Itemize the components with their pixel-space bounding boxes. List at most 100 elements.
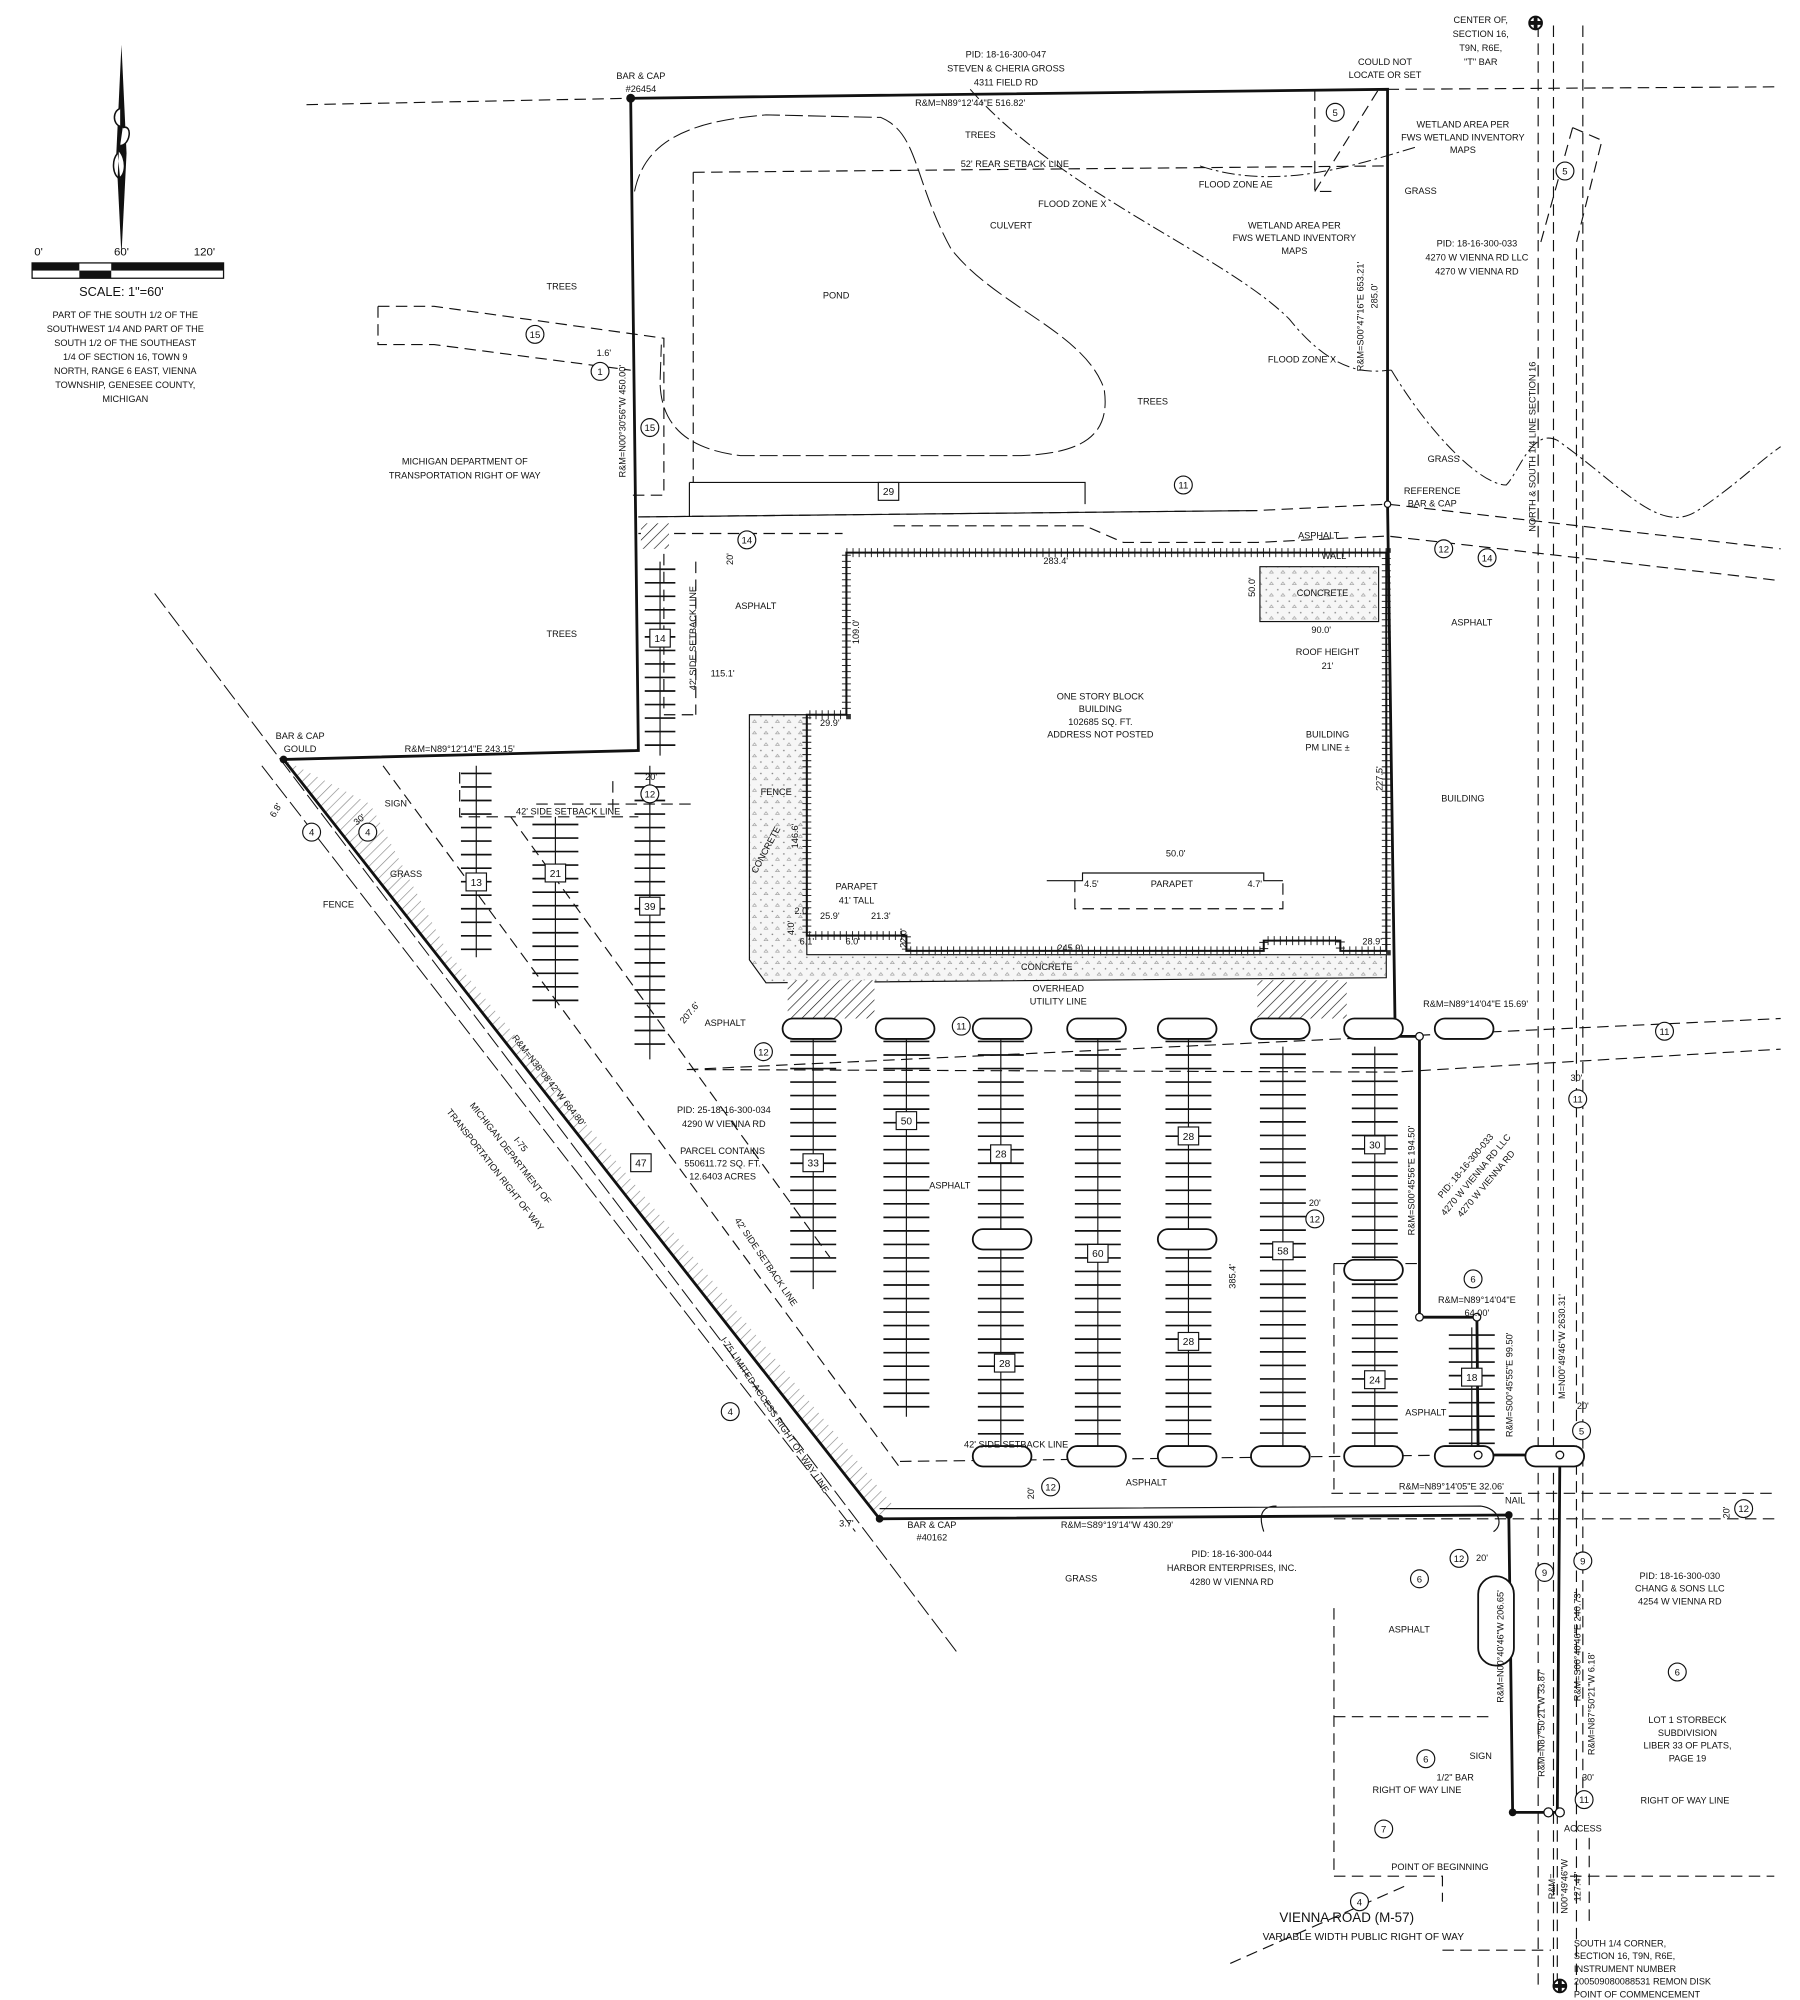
parking-count-box: 58 — [1272, 1241, 1294, 1261]
striped-area — [787, 980, 875, 1019]
label-areas-concrete: CONCRETE — [1297, 588, 1348, 598]
label-parcels-storbeck: SUBDIVISION — [1658, 1728, 1717, 1738]
exception-item-number: 4 — [728, 1407, 734, 1418]
exception-item-marker: 7 — [1374, 1819, 1394, 1839]
parking-count: 28 — [1183, 1132, 1195, 1143]
label-areas-pond: POND — [823, 291, 850, 301]
monuments — [279, 15, 1568, 1994]
landscape-island — [874, 1017, 936, 1040]
label-monuments-west-corner: GOULD — [284, 744, 317, 754]
exception-item-number: 12 — [1738, 1504, 1749, 1515]
label-dimensions-16: 385.4' — [1228, 1264, 1238, 1289]
landscape-island — [1343, 1258, 1404, 1282]
exception-item-number: 4 — [365, 828, 371, 839]
parking-row — [644, 561, 676, 756]
label-bearings-access-e: R&M=S00°40'46"E 240.73' — [1572, 1591, 1582, 1701]
parking-count-box: 13 — [465, 872, 488, 892]
label-monuments-sw-corner: BAR & CAP — [907, 1520, 956, 1530]
exception-item-number: 4 — [309, 828, 315, 839]
label-monuments-ne-corner: COULD NOT — [1358, 57, 1412, 67]
parapet-dashed — [1074, 880, 1284, 910]
north-curb — [638, 481, 1258, 518]
parking-count-box: 18 — [1461, 1367, 1483, 1387]
label-legal_description-3: 1/4 OF SECTION 16, TOWN 9 — [63, 352, 188, 362]
label-bearings-west-jog: R&M=N89°12'14"E 243.15' — [405, 744, 515, 754]
label-building-parapet-tall: 41' TALL — [839, 896, 875, 906]
exception-item-number: 5 — [1333, 108, 1338, 119]
exception-item-number: 12 — [758, 1047, 769, 1058]
exception-item-marker: 11 — [1568, 1089, 1588, 1109]
exception-item-marker: 14 — [1477, 548, 1497, 568]
label-parcels-storbeck: LOT 1 STORBECK — [1648, 1715, 1727, 1725]
label-parcels-subject: 4290 W VIENNA RD — [682, 1119, 766, 1129]
label-areas-wetland: FWS WETLAND INVENTORY — [1233, 233, 1357, 243]
label-dimensions-10: 30' — [1570, 1073, 1582, 1083]
label-dimensions-2: 20' — [1476, 1553, 1488, 1563]
label-parcels-south: 4280 W VIENNA RD — [1190, 1577, 1274, 1587]
label-areas-asphalt: ASPHALT — [1126, 1478, 1168, 1488]
landscape-island — [1524, 1445, 1586, 1468]
label-areas-concrete: CONCRETE — [1021, 962, 1072, 972]
label-areas-row-line: RIGHT OF WAY LINE — [1641, 1795, 1730, 1805]
scale-tick: 120' — [194, 246, 215, 258]
label-bearings-access-e2: R&M=N87°50'21"W 6.18' — [1586, 1652, 1596, 1755]
label-building-pm-line: PM LINE ± — [1305, 742, 1349, 752]
island-striping — [283, 759, 894, 1519]
exception-item-marker: 12 — [753, 1042, 773, 1062]
label-dimensions-22: 6.1' — [800, 936, 815, 946]
label-monuments-west-corner: BAR & CAP — [276, 731, 325, 741]
scale-tick: 0' — [34, 246, 43, 258]
label-bearings-north: R&M=N89°12'44"E 516.82' — [915, 98, 1025, 108]
label-monuments-center-section: T9N, R6E, — [1459, 43, 1502, 53]
parking-count-box: 28 — [1177, 1126, 1200, 1146]
label-monuments-center-section: CENTER OF, — [1453, 15, 1508, 25]
scale-label: SCALE: 1"=60' — [79, 284, 164, 299]
label-dimensions-2: 20' — [1577, 1401, 1589, 1411]
label-parcels-east: PID: 18-16-300-033 — [1437, 238, 1518, 248]
parking-count: 28 — [995, 1150, 1007, 1161]
exception-item-number: 14 — [742, 535, 753, 546]
parking-count: 14 — [654, 634, 666, 645]
label-areas-road: VIENNA ROAD (M-57) — [1279, 1910, 1414, 1925]
exception-item-marker: 6 — [1416, 1749, 1436, 1769]
label-areas-fence: FENCE — [761, 787, 792, 797]
exception-item-marker: 12 — [1434, 539, 1454, 559]
label-dimensions-21: 21.3' — [871, 911, 891, 921]
parking-count: 28 — [1183, 1337, 1195, 1348]
label-parcels-subject-area: PARCEL CONTAINS — [680, 1146, 765, 1156]
label-areas-asphalt: ASPHALT — [1451, 617, 1493, 627]
exception-item-marker: 9 — [1535, 1562, 1555, 1582]
label-monuments-south-quarter: POINT OF COMMENCEMENT — [1574, 1989, 1701, 1999]
label-dimensions-10: 30' — [1582, 1772, 1594, 1782]
label-monuments-nail: NAIL — [1505, 1496, 1525, 1506]
label-monuments-south-quarter: SOUTH 1/4 CORNER, — [1574, 1938, 1666, 1948]
exception-item-number: 6 — [1470, 1274, 1475, 1285]
access-island — [1477, 1575, 1515, 1667]
label-building-parapet-tall: PARAPET — [836, 882, 879, 892]
exception-item-marker: 4 — [720, 1402, 740, 1422]
exception-item-number: 12 — [1454, 1554, 1465, 1565]
parking-count: 29 — [883, 487, 895, 498]
concrete-pad — [1259, 566, 1380, 623]
label-dimensions-9: 6.8' — [268, 801, 284, 819]
parking-count-box: 14 — [649, 628, 671, 648]
label-areas-overhead: UTILITY LINE — [1030, 996, 1087, 1006]
landscape-island — [1250, 1445, 1311, 1468]
parking-count-box: 47 — [630, 1153, 652, 1173]
south-curb — [879, 1505, 1500, 1533]
parking-row — [1351, 1046, 1398, 1456]
label-areas-grass: GRASS — [390, 869, 422, 879]
label-bearings-commencement: R&M= — [1547, 1874, 1557, 1900]
label-bearings-west: R&M=N00°30'56"W 450.00' — [618, 365, 628, 478]
striped-area — [1257, 980, 1347, 1019]
landscape-island — [971, 1445, 1033, 1468]
label-dimensions-3: 50.0' — [1247, 577, 1257, 597]
exception-item-marker: 6 — [1463, 1269, 1483, 1289]
label-areas-side-setback: 42' SIDE SETBACK LINE — [964, 1439, 1068, 1449]
label-areas-wetland: MAPS — [1450, 145, 1476, 155]
exception-item-marker: 5 — [1325, 102, 1345, 122]
striped-area — [640, 523, 669, 549]
label-dimensions-5: 109.0' — [851, 619, 861, 644]
label-monuments-south-quarter: INSTRUMENT NUMBER — [1574, 1964, 1677, 1974]
landscape-island — [1066, 1017, 1127, 1040]
